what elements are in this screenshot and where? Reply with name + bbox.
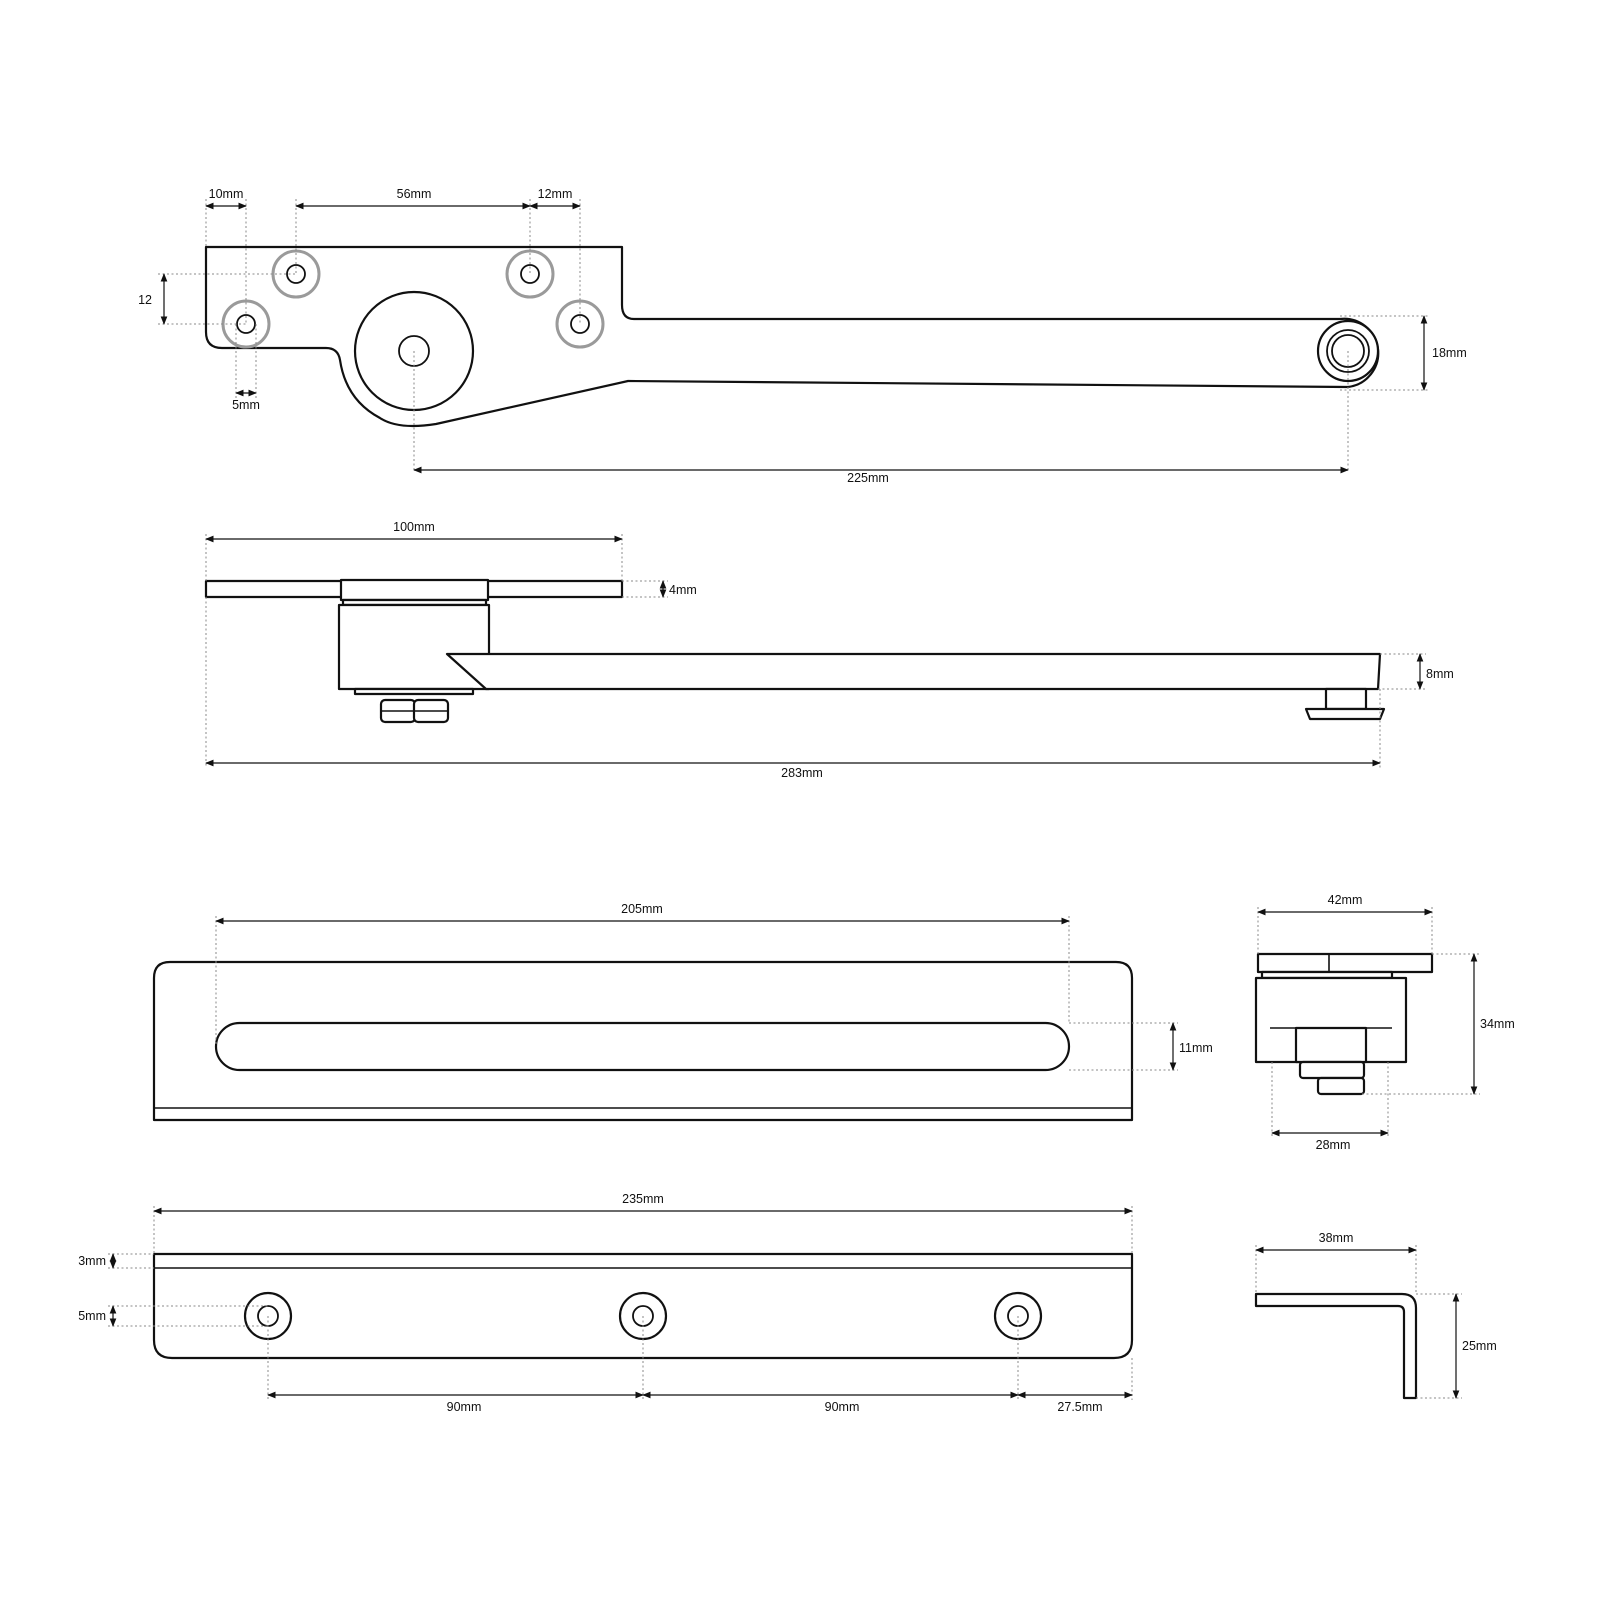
side-pivot-washer bbox=[353, 687, 475, 696]
label-body-width: 28mm bbox=[1316, 1138, 1351, 1152]
side-arm bbox=[445, 652, 1382, 691]
label-bracket-edge: 3mm bbox=[78, 1254, 106, 1268]
label-spacing-1: 90mm bbox=[447, 1400, 482, 1414]
label-bracket-length: 235mm bbox=[622, 1192, 664, 1206]
label-hole-offset: 12 bbox=[138, 293, 152, 307]
label-hole-dia: 5mm bbox=[232, 398, 260, 412]
label-plate-thickness: 4mm bbox=[669, 583, 697, 597]
mounting-hole bbox=[236, 314, 256, 334]
track-slot bbox=[214, 1021, 1071, 1072]
label-hole-edge: 10mm bbox=[209, 187, 244, 201]
label-arm-width: 18mm bbox=[1432, 346, 1467, 360]
mounting-hole bbox=[570, 314, 590, 334]
label-top-width: 42mm bbox=[1328, 893, 1363, 907]
label-profile-height: 25mm bbox=[1462, 1339, 1497, 1353]
label-arm-thickness: 8mm bbox=[1426, 667, 1454, 681]
end-roller-top bbox=[1298, 1060, 1366, 1080]
label-slot-width: 11mm bbox=[1179, 1041, 1213, 1055]
label-end-offset: 27.5mm bbox=[1057, 1400, 1102, 1414]
track-end-view: 42mm 34mm 28mm bbox=[1254, 893, 1515, 1152]
label-overall-length: 283mm bbox=[781, 766, 823, 780]
side-pivot-cap bbox=[339, 578, 490, 602]
mounting-hole bbox=[520, 264, 540, 284]
end-top-plate bbox=[1256, 952, 1434, 974]
bracket-profile-view: 38mm 25mm bbox=[1254, 1231, 1497, 1400]
side-roller-stem bbox=[1324, 687, 1368, 711]
label-hole-spacing: 56mm bbox=[397, 187, 432, 201]
arm-side-view: 100mm 4mm 8mm 283mm bbox=[204, 520, 1454, 780]
arm-plate-outline bbox=[204, 245, 1380, 428]
label-slot-length: 205mm bbox=[621, 902, 663, 916]
mounting-hole bbox=[286, 264, 306, 284]
label-plate-length: 100mm bbox=[393, 520, 435, 534]
side-pivot-body bbox=[337, 603, 491, 691]
label-end-height: 34mm bbox=[1480, 1017, 1515, 1031]
label-spacing-2: 90mm bbox=[825, 1400, 860, 1414]
label-profile-width: 38mm bbox=[1319, 1231, 1354, 1245]
end-neck bbox=[1294, 1026, 1368, 1064]
side-roller-foot bbox=[1304, 707, 1386, 721]
bracket-l-profile bbox=[1254, 1292, 1418, 1400]
end-roller-bottom bbox=[1316, 1076, 1366, 1096]
label-arm-length: 225mm bbox=[847, 471, 889, 485]
track-plan-view: 205mm 11mm bbox=[152, 902, 1213, 1122]
arm-plan-view: 10mm 56mm 12mm 12 5mm 18mm 225mm bbox=[138, 187, 1467, 485]
label-hole-right: 12mm bbox=[538, 187, 573, 201]
label-bracket-hole-dia: 5mm bbox=[78, 1309, 106, 1323]
bracket-front-view: 235mm 3mm 5mm 90mm 90mm 27.5mm bbox=[78, 1192, 1134, 1414]
